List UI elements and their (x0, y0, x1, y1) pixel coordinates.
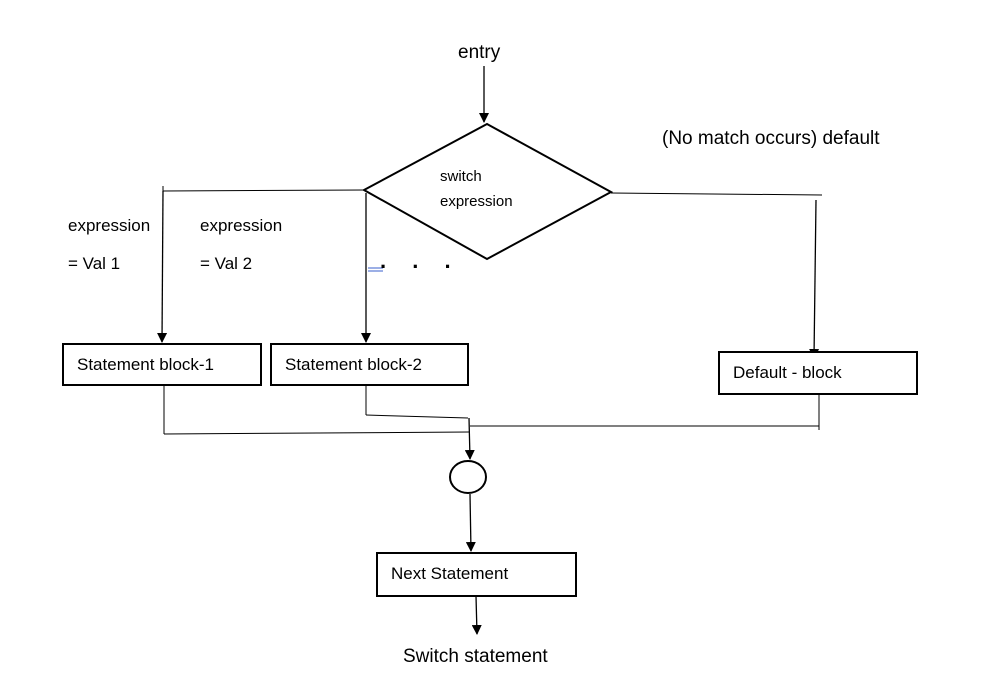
next-statement-label: Next Statement (391, 564, 509, 583)
statement-block-1-label: Statement block-1 (77, 355, 215, 374)
default-condition-label: (No match occurs) default (662, 128, 880, 149)
statement-block-2: Statement block-2 (270, 343, 469, 386)
case1-branch-line (162, 189, 365, 192)
block2-merge-line (365, 414, 469, 419)
statement-block-2-label: Statement block-2 (285, 355, 423, 374)
after-next-arrow (471, 595, 482, 635)
statement-block-1: Statement block-1 (62, 343, 262, 386)
default-branch-line (610, 192, 823, 196)
case1-arrow (157, 190, 168, 343)
default-arrow (809, 199, 820, 359)
diagram-caption: Switch statement (403, 646, 548, 667)
more-cases-ellipsis: . . . (380, 248, 461, 273)
merge-arrow (464, 417, 475, 460)
entry-label: entry (458, 42, 501, 63)
decision-label-line2: expression (440, 193, 513, 210)
case2-label-line1: expression (200, 216, 283, 235)
default-block: Default - block (718, 351, 918, 395)
default-block-label: Default - block (733, 363, 842, 382)
block1-merge-line (163, 431, 470, 435)
case1-label-line1: expression (68, 216, 151, 235)
to-next-arrow (465, 493, 476, 552)
case1-label-line2: = Val 1 (68, 254, 121, 273)
switch-decision-diamond (361, 122, 614, 261)
case2-label-line2: = Val 2 (200, 254, 253, 273)
decision-label-line1: switch (440, 168, 482, 185)
junction-circle (449, 460, 487, 494)
next-statement-block: Next Statement (376, 552, 577, 597)
